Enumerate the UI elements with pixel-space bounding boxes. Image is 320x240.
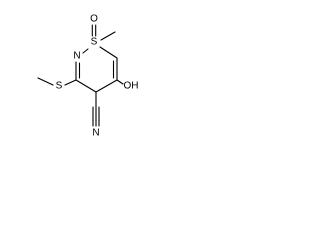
bond-c4-c3 [95,79,118,93]
chemical-structure-diagram: O S N OH S N [37,14,139,139]
atom-ring-nitrogen: N [73,51,80,62]
bond-s-c5 [99,46,118,59]
atom-labels: O S N OH S N [56,14,139,139]
bonds [37,24,124,127]
atom-methylthio-sulfur: S [56,81,63,92]
bond-sme-methyl [37,77,54,86]
bond-s-methyl [100,31,116,41]
atom-ring-sulfur: S [91,37,98,48]
atom-nitrile-nitrogen: N [92,128,99,139]
bond-c4-oh [116,79,124,85]
bond-c2-sme [64,79,77,86]
atom-oxide-oxygen: O [90,14,98,25]
bond-c3-c2 [75,79,97,93]
bond-n-s [82,48,89,54]
atom-hydroxyl: OH [124,81,139,92]
